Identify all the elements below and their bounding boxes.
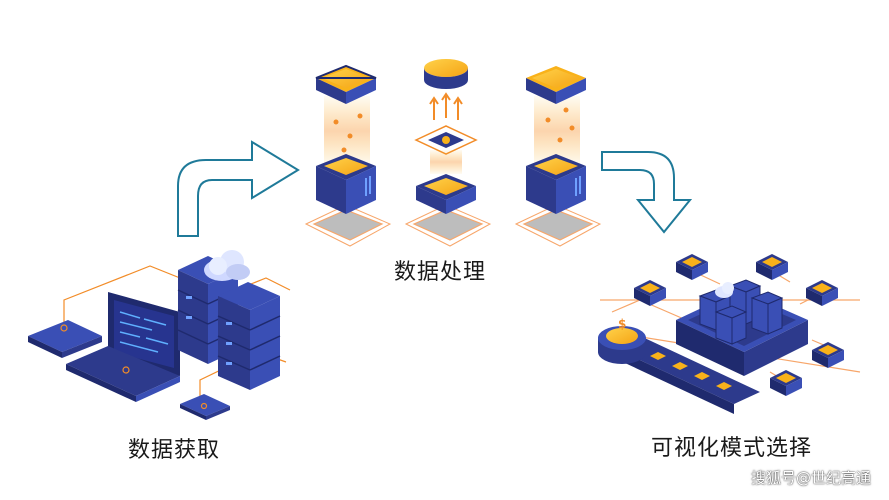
watermark: 搜狐号@世纪高通 bbox=[750, 469, 871, 487]
svg-text:$: $ bbox=[618, 317, 626, 331]
platform bbox=[312, 209, 384, 241]
light-beam bbox=[534, 96, 580, 166]
laptop-icon bbox=[66, 292, 180, 402]
cloud-icon bbox=[204, 250, 250, 281]
acquisition-group bbox=[28, 250, 291, 420]
processing-column-middle bbox=[404, 59, 492, 247]
node-chip-icon bbox=[634, 280, 666, 306]
processing-column-right bbox=[514, 66, 602, 247]
platform bbox=[412, 209, 484, 241]
label-data-processing: 数据处理 bbox=[394, 260, 487, 285]
processing-column-left bbox=[304, 64, 392, 247]
arrow-to-processing bbox=[177, 140, 300, 237]
conveyor-belt bbox=[610, 334, 760, 414]
chip-icon bbox=[414, 125, 478, 155]
tablet-icon bbox=[28, 320, 102, 358]
upload-arrows-icon bbox=[429, 92, 463, 120]
label-visualization-mode: 可视化模式选择 bbox=[651, 436, 813, 461]
arrow-to-visualization bbox=[601, 151, 693, 234]
visualization-group: $ bbox=[598, 254, 861, 414]
data-disc-icon: $ bbox=[598, 317, 646, 364]
platform bbox=[522, 209, 594, 241]
data-center-icon bbox=[676, 279, 808, 376]
phone-icon bbox=[180, 394, 230, 420]
server-rack-icon bbox=[177, 256, 281, 390]
light-beam bbox=[324, 96, 370, 166]
label-data-acquisition: 数据获取 bbox=[128, 438, 221, 463]
